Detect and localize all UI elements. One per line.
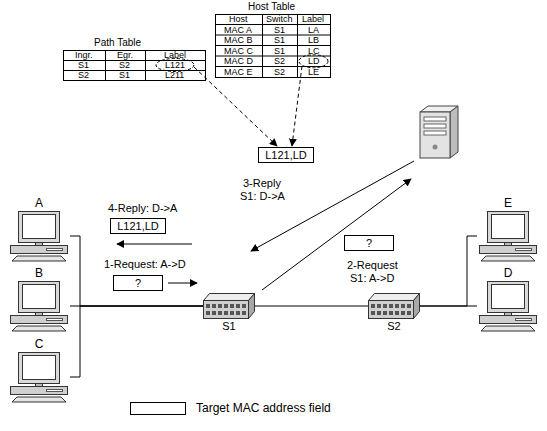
message-box: ? <box>113 275 163 291</box>
switch-icon <box>368 293 420 319</box>
table-cell: S2 <box>119 60 130 70</box>
table-cell: LC <box>308 46 320 56</box>
table-cell: LD <box>308 56 320 66</box>
computer-node: C <box>8 337 70 403</box>
table-cell: LB <box>308 35 319 45</box>
table-cell: Switch <box>266 14 293 24</box>
table-cell: S1 <box>119 70 130 80</box>
path-table-grid <box>64 51 206 81</box>
message-label: S1: A->D <box>350 272 394 285</box>
computer-icon <box>8 210 70 262</box>
table-cell: MAC D <box>224 56 253 66</box>
table-cell: S2 <box>274 67 285 77</box>
message-box: L121,LD <box>258 147 314 163</box>
table-cell: MAC A <box>224 25 252 35</box>
table-cell: Host <box>229 14 248 24</box>
table-cell: S1 <box>78 60 89 70</box>
switch-node: S2 <box>368 293 420 333</box>
server-icon <box>420 106 458 158</box>
switch-label: S1 <box>203 319 255 333</box>
message-label: S1: D->A <box>240 190 285 203</box>
request-arrow <box>168 283 197 284</box>
host-label: E <box>477 196 539 210</box>
box-text: ? <box>366 237 372 249</box>
switch-label: S2 <box>368 319 420 333</box>
reply-arrow <box>117 244 192 245</box>
network-link <box>420 236 477 306</box>
table-cell: L121 <box>165 60 185 70</box>
table-cell: Path Table <box>94 37 141 49</box>
switch-node: S1 <box>203 293 255 333</box>
computer-node: A <box>8 196 70 262</box>
network-link <box>70 306 203 377</box>
table-cell: MAC E <box>224 67 253 77</box>
message-label: 1-Request: A->D <box>104 258 186 271</box>
computer-node: E <box>477 196 539 262</box>
table-cell: MAC C <box>224 46 253 56</box>
switch-icon <box>203 293 255 319</box>
computer-icon <box>8 280 70 332</box>
table-cell: MAC B <box>224 35 253 45</box>
table-cell: S1 <box>274 35 285 45</box>
computer-icon <box>477 280 539 332</box>
table-cell: Egr. <box>117 50 133 60</box>
message-label: 3-Reply <box>243 177 281 190</box>
dashed-highlight <box>299 55 328 68</box>
table-cell: Ingr. <box>75 50 93 60</box>
table-cell: Host Table <box>248 1 295 13</box>
table-cell: LA <box>308 25 319 35</box>
dashed-highlight <box>156 59 194 72</box>
table-cell: S1 <box>274 46 285 56</box>
computer-node: B <box>8 266 70 332</box>
table-cell: S2 <box>274 56 285 66</box>
table-cell: S1 <box>274 25 285 35</box>
host-label: D <box>477 266 539 280</box>
host-table-grid <box>216 15 331 78</box>
network-link <box>420 306 477 307</box>
message-label: 2-Request <box>347 259 398 272</box>
legend-text: Target MAC address field <box>196 402 331 416</box>
box-text: L121,LD <box>265 149 307 161</box>
table-cell: LE <box>308 67 319 77</box>
table-cell: S2 <box>78 70 89 80</box>
message-box: L121,LD <box>110 218 166 234</box>
table-cell: L211 <box>165 70 184 80</box>
legend-swatch <box>130 402 186 415</box>
table-cell: Label <box>302 14 324 24</box>
lookup-arrow <box>292 66 302 146</box>
computer-icon <box>8 351 70 403</box>
box-text: L121,LD <box>117 220 159 232</box>
host-label: C <box>8 337 70 351</box>
computer-icon <box>477 210 539 262</box>
host-label: A <box>8 196 70 210</box>
host-label: B <box>8 266 70 280</box>
network-link <box>70 236 203 306</box>
message-label: 4-Reply: D->A <box>108 202 177 215</box>
box-text: ? <box>135 277 141 289</box>
computer-node: D <box>477 266 539 332</box>
network-link <box>255 306 368 307</box>
message-box: ? <box>344 235 394 251</box>
table-cell: Label <box>164 50 186 60</box>
lookup-arrow <box>194 67 277 146</box>
